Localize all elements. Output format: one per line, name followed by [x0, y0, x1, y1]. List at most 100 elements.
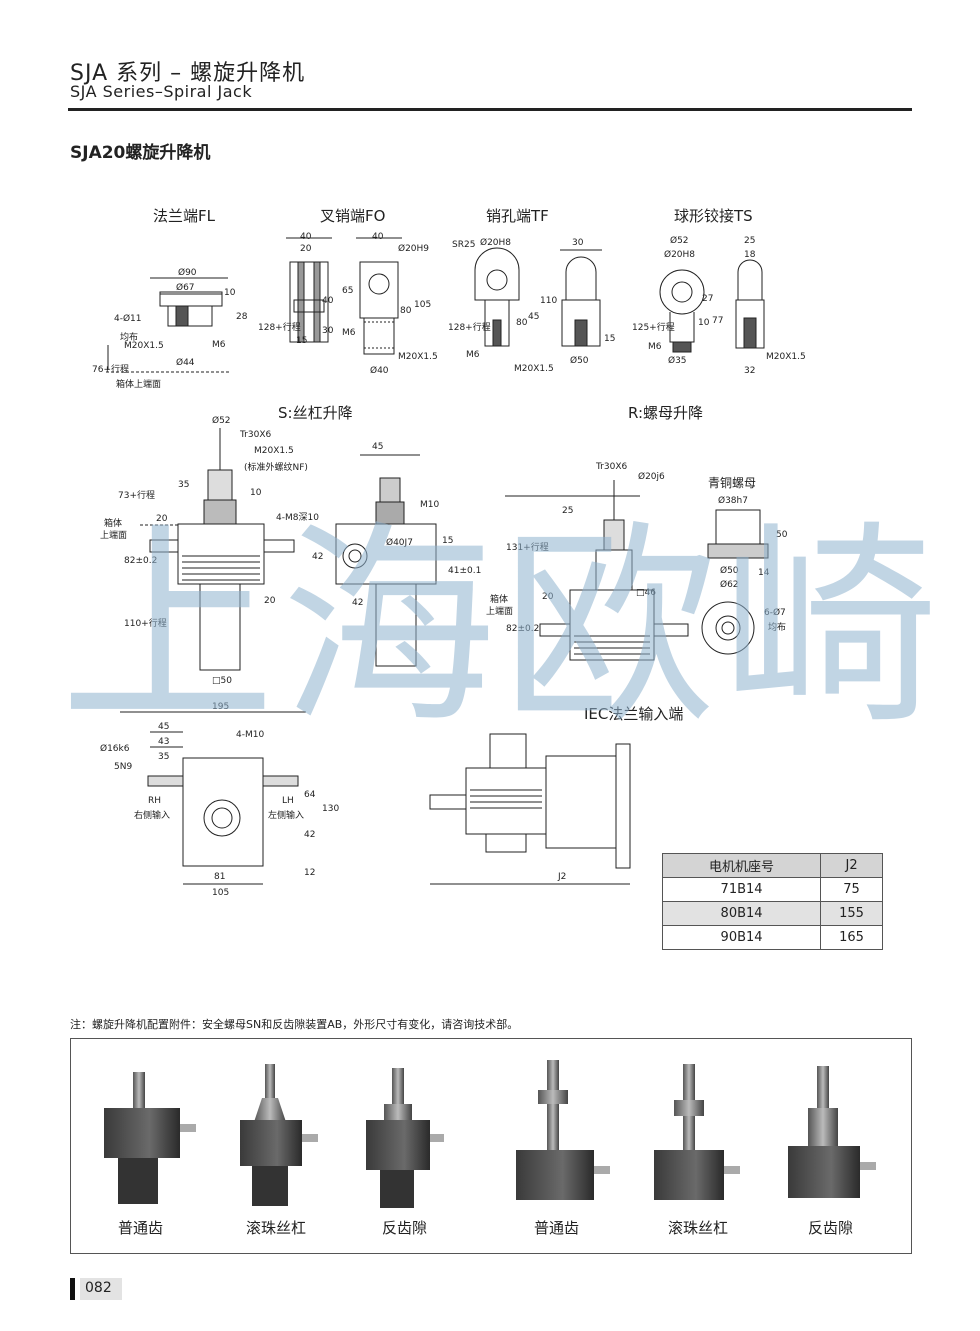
dim-fo-40b: 40 [372, 232, 384, 242]
photo-caption: 滚珠丝杠 [246, 1219, 307, 1237]
header-divider [68, 108, 912, 111]
dim-r-housing: 箱体 [490, 595, 509, 605]
dim-r-50: 50 [776, 530, 788, 540]
dim-fo-40c: 40 [322, 296, 334, 306]
dim-r-62: Ø62 [720, 580, 739, 590]
dim-r-top-face: 上端面 [486, 607, 514, 617]
s-side-view-drawing [335, 454, 437, 667]
dim-b-42: 42 [304, 830, 316, 840]
iec-flange-drawing [429, 733, 631, 885]
dim-r-sq46: □46 [636, 588, 656, 598]
dim-s-sq50: □50 [212, 676, 232, 686]
dim-b-rh-input: 右侧输入 [134, 811, 171, 821]
dim-b-12: 12 [304, 868, 316, 878]
dim-tf-15: 15 [604, 334, 616, 344]
end-type-ts-label: 球形铰接TS [674, 207, 753, 225]
dim-fo-40a: 40 [300, 232, 312, 242]
dim-fo-40d: Ø40 [370, 366, 389, 376]
dim-s-thread: M20X1.5 [254, 446, 294, 456]
dim-fl-housing: 箱体上端面 [116, 380, 162, 390]
dim-fo-pin: Ø20H9 [398, 244, 430, 254]
motor-frame-table: 电机机座号 J2 71B14 75 80B14 155 90B14 165 [661, 853, 883, 950]
dim-fo-65: 65 [342, 286, 354, 296]
dim-ts-25: 25 [744, 236, 756, 246]
dim-fo-20: 20 [300, 244, 312, 254]
table-header-cell: J2 [820, 853, 883, 878]
dim-s-35: 35 [178, 480, 190, 490]
dim-b-key: 5N9 [114, 762, 133, 772]
dim-r-14: 14 [758, 568, 770, 578]
dim-fl-67: Ø67 [176, 283, 195, 293]
dim-s-41: 41±0.1 [448, 566, 482, 576]
dim-ts-32: 32 [744, 366, 756, 376]
dim-r-d50: Ø50 [720, 566, 739, 576]
page-number-marker [70, 1278, 75, 1300]
dim-s-stroke: 73+行程 [118, 491, 155, 501]
dim-fo-thread: M20X1.5 [398, 352, 438, 362]
dim-tf-80: 80 [516, 318, 528, 328]
dim-ts-18: 18 [744, 250, 756, 260]
photo-anti-backlash-2 [788, 1066, 876, 1198]
dim-fl-stroke: 76+行程 [92, 365, 129, 375]
dim-ts-10: 10 [698, 318, 710, 328]
tf-end-drawing [474, 247, 602, 347]
dim-fo-m6: M6 [342, 328, 356, 338]
screw-lift-label: S:丝杠升降 [278, 404, 353, 422]
dim-ts-35: Ø35 [668, 356, 687, 366]
dim-fl-holes: 4-Ø11 [114, 314, 142, 324]
r-nut-lift-drawing [505, 480, 769, 661]
top-view-drawing [147, 731, 299, 885]
dim-r-20: 20 [542, 592, 554, 602]
dim-b-130: 130 [322, 804, 340, 814]
dim-fo-stroke: 128+行程 [258, 323, 301, 333]
dim-s-40j7: Ø40J7 [386, 538, 413, 548]
photo-ball-screw-2 [654, 1064, 740, 1200]
accessory-note: 注：螺旋升降机配置附件：安全螺母SN和反齿隙装置AB，外形尺寸有变化，请咨询技术… [70, 1018, 519, 1031]
bronze-nut-label: 青铜螺母 [708, 476, 757, 490]
table-cell: 75 [820, 877, 883, 902]
dim-b-105: 105 [212, 888, 230, 898]
end-type-fl-label: 法兰端FL [153, 207, 215, 225]
dim-fl-44: Ø44 [176, 358, 195, 368]
dim-s-42b: 42 [352, 598, 364, 608]
nut-lift-label: R:螺母升降 [628, 404, 704, 422]
page-title: SJA 系列 – 螺旋升降机 [70, 61, 306, 86]
ts-end-drawing [659, 259, 765, 353]
dim-s-195: 195 [212, 702, 230, 712]
dim-r-38: Ø38h7 [718, 496, 748, 506]
end-type-tf-label: 销孔端TF [486, 207, 549, 225]
dim-b-shaft: Ø16k6 [100, 744, 130, 754]
dim-s-top-face: 上端面 [100, 531, 128, 541]
photo-standard-gear-2 [516, 1060, 610, 1200]
dim-ts-27: 27 [702, 294, 714, 304]
photo-caption: 滚珠丝杠 [668, 1219, 729, 1237]
photo-anti-backlash-1 [366, 1068, 444, 1208]
dim-ts-pin: Ø20H8 [664, 250, 696, 260]
fo-end-drawing [286, 237, 402, 355]
dim-tf-sr25: SR25 [452, 240, 476, 250]
dim-tf-50: Ø50 [570, 356, 589, 366]
table-row: 80B14 155 [661, 901, 883, 926]
dim-s-45: 45 [372, 442, 384, 452]
table-cell: 155 [820, 901, 883, 926]
page-subtitle: SJA Series–Spiral Jack [70, 82, 253, 101]
dim-s-nf: (标准外螺纹NF) [244, 463, 308, 473]
dim-s-110: 110+行程 [124, 619, 167, 629]
dim-ts-52: Ø52 [670, 236, 689, 246]
dim-tf-m6: M6 [466, 350, 480, 360]
iec-flange-label: IEC法兰输入端 [584, 705, 684, 723]
dim-ts-m6: M6 [648, 342, 662, 352]
dim-s-m8: 4-M8深10 [276, 513, 319, 523]
dim-tf-45: 45 [528, 312, 540, 322]
dim-s-tr: Tr30X6 [240, 430, 272, 440]
dim-s-housing: 箱体 [104, 519, 123, 529]
dim-ts-stroke: 125+行程 [632, 323, 675, 333]
section-title: SJA20螺旋升降机 [70, 143, 211, 163]
table-cell: 90B14 [661, 925, 822, 950]
fl-end-drawing [106, 277, 230, 373]
dim-s-82: 82±0.2 [124, 556, 158, 566]
dim-b-43: 43 [158, 737, 170, 747]
dim-s-15: 15 [442, 536, 454, 546]
dim-b-35: 35 [158, 752, 170, 762]
dim-tf-stroke: 128+行程 [448, 323, 491, 333]
